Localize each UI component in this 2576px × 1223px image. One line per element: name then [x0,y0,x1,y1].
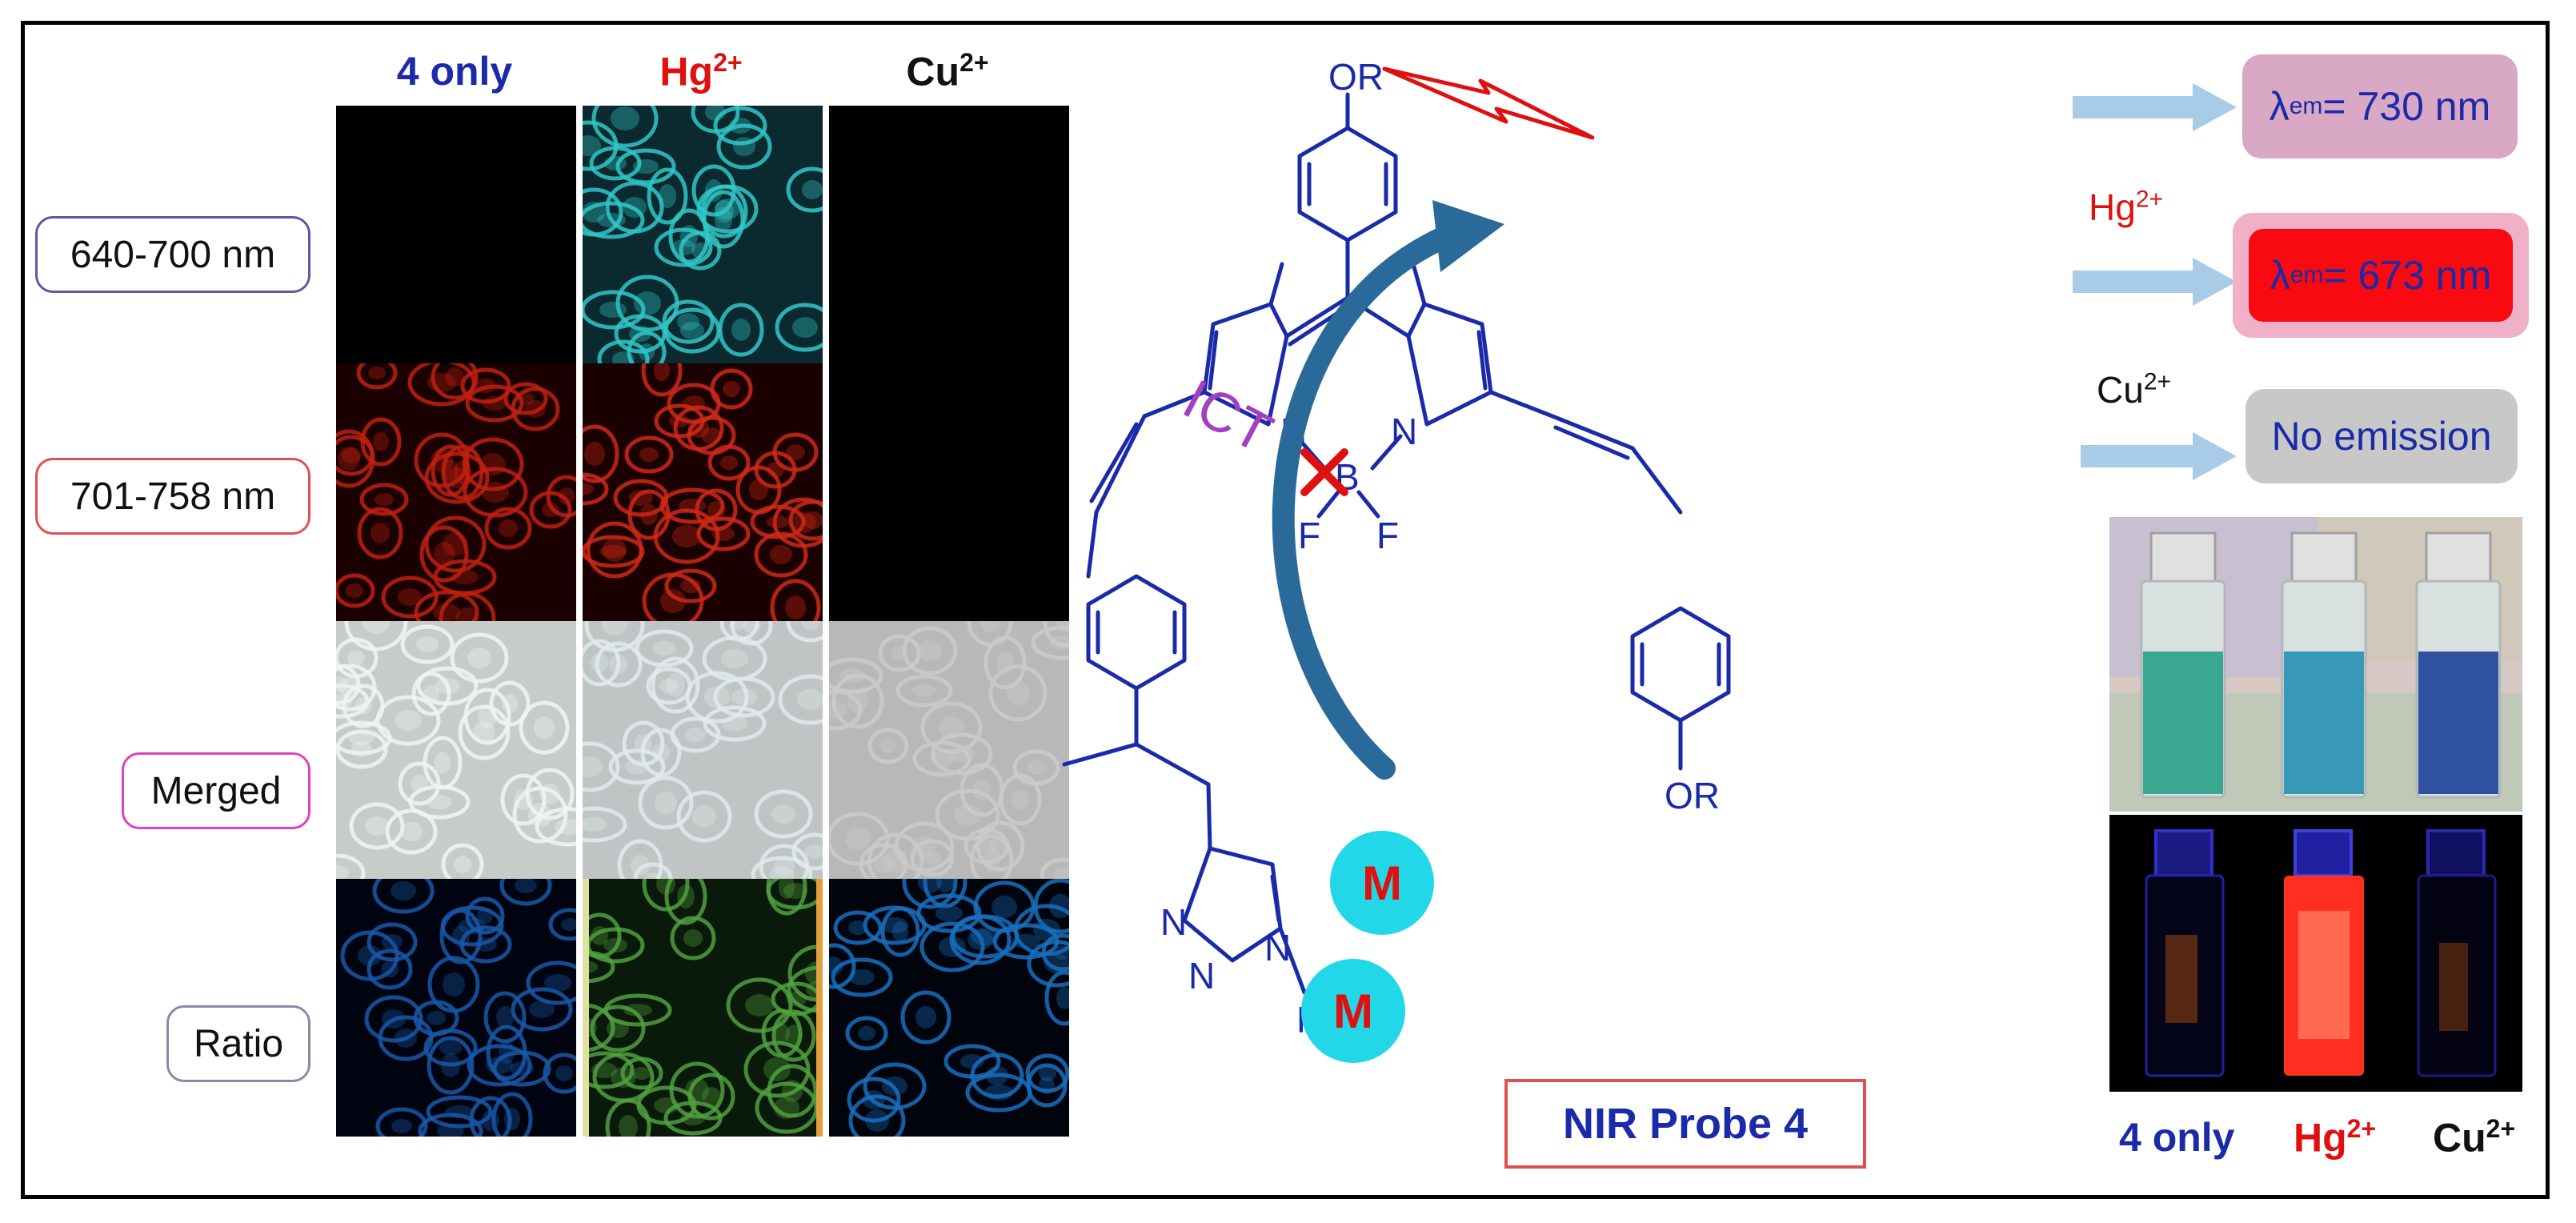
micrograph-ratio-4only [336,879,576,1137]
vials-daylight-photo [2109,517,2522,812]
micrograph-merged-hg [583,621,823,879]
row-label-640-700: 640-700 nm [35,216,310,293]
micrograph-merged-cu [829,621,1069,879]
column-header-hg: Hg2+ [659,48,743,94]
svg-text:OR: OR [1328,56,1384,98]
svg-text:N: N [1188,955,1215,996]
emission-box-none: No emission [2245,389,2518,483]
micrograph-ch1-4only [336,106,576,363]
svg-text:OR: OR [1665,775,1720,816]
svg-text:F: F [1298,515,1320,556]
micrograph-ch1-hg [583,106,823,363]
svg-text:N: N [1264,927,1291,968]
svg-text:F: F [1376,515,1399,556]
vial-label-cu: Cu2+ [2433,1114,2516,1161]
emission-arrow-2 [2073,258,2237,306]
row-label-701-758: 701-758 nm [35,458,310,535]
micrograph-ratio-hg [583,879,823,1137]
row-label-ratio: Ratio [166,1005,310,1082]
micrograph-merged-4only [336,621,576,879]
micrograph-ch2-cu [829,363,1069,621]
micrograph-ch2-hg [583,363,823,621]
emission-arrow-1 [2073,83,2237,131]
metal-circle-1: M [1330,831,1434,935]
micrograph-ratio-cu [829,879,1069,1137]
metal-circle-2: M [1301,959,1405,1063]
micrograph-ch1-cu [829,106,1069,363]
svg-text:N: N [1160,901,1187,943]
row-label-merged: Merged [122,752,310,829]
ict-arrow [1272,200,1504,780]
vial-label-4-only: 4 only [2119,1115,2235,1160]
vials-uv-photo [2109,815,2522,1092]
vial-label-hg: Hg2+ [2294,1114,2377,1161]
emission-arrow-3 [2081,432,2237,480]
lightning-icon [1382,66,1595,140]
ion-label-hg: Hg2+ [2089,186,2164,228]
svg-text:N: N [1391,411,1417,452]
column-header-4-only: 4 only [396,49,513,94]
ion-label-cu: Cu2+ [2097,368,2172,411]
probe-label: NIR Probe 4 [1504,1079,1866,1169]
micrograph-ch2-4only [336,363,576,621]
cross-icon [1300,448,1348,496]
column-header-cu: Cu2+ [906,48,989,94]
